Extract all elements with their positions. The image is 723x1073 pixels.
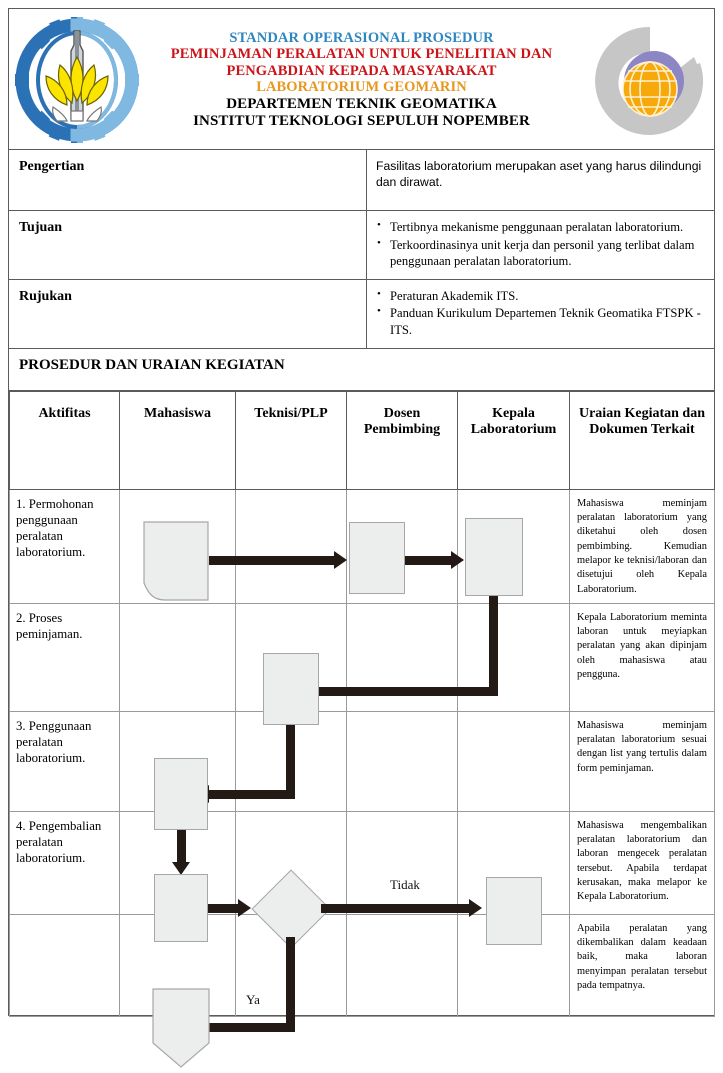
flow-row-2: 2. Proses peminjaman. Kepala Laboratoriu… (9, 602, 715, 712)
title-line-4: LABORATORIUM GEOMARIN (256, 79, 467, 96)
title-line-5: DEPARTEMEN TEKNIK GEOMATIKA (226, 95, 497, 112)
info-row-tujuan: Tujuan Tertibnya mekanisme penggunaan pe… (9, 211, 714, 280)
lane-kepala-2 (457, 602, 570, 712)
flow-header-row: Aktifitas Mahasiswa Teknisi/PLP Dosen Pe… (9, 390, 715, 490)
flow-table: Aktifitas Mahasiswa Teknisi/PLP Dosen Pe… (9, 390, 715, 1017)
lane-kepala-3 (457, 710, 570, 812)
document-header: STANDAR OPERASIONAL PROSEDUR PEMINJAMAN … (9, 9, 714, 150)
lane-kepala-5 (457, 913, 570, 1017)
lane-teknisi-2 (235, 602, 347, 712)
activity-label-1: 1. Permohonan penggunaan peralatan labor… (9, 488, 120, 604)
title-line-3: PENGABDIAN KEPADA MASYARAKAT (226, 62, 497, 79)
column-header-uraian: Uraian Kegiatan dan Dokumen Terkait (569, 390, 715, 490)
connector-6-horizontal (209, 1022, 295, 1032)
info-row-pengertian: Pengertian Fasilitas laboratorium merupa… (9, 150, 714, 211)
title-line-1: STANDAR OPERASIONAL PROSEDUR (229, 29, 494, 46)
flow-row-1: 1. Permohonan penggunaan peralatan labor… (9, 488, 715, 604)
title-line-2: PEMINJAMAN PERALATAN UNTUK PENELITIAN DA… (170, 46, 553, 63)
flow-row-3: 3. Penggunaan peralatan laboratorium. Ma… (9, 710, 715, 812)
lane-dosen-3 (346, 710, 458, 812)
lane-mahasiswa-1 (119, 488, 236, 604)
lane-dosen-1 (346, 488, 458, 604)
column-header-aktifitas: Aktifitas (9, 390, 120, 490)
lane-teknisi-1 (235, 488, 347, 604)
description-1: Mahasiswa meminjam peralatan laboratoriu… (569, 488, 715, 604)
column-header-dosen: Dosen Pembimbing (346, 390, 458, 490)
description-3: Mahasiswa meminjam peralatan laboratoriu… (569, 710, 715, 812)
lane-mahasiswa-4 (119, 810, 236, 915)
flow-chart-table: Aktifitas Mahasiswa Teknisi/PLP Dosen Pe… (9, 390, 715, 1068)
geomatika-logo (592, 23, 708, 139)
flow-row-5: Apabila peralatan yang dikembalikan dala… (9, 913, 715, 1017)
description-4: Mahasiswa mengembalikan peralatan labora… (569, 810, 715, 915)
description-5: Apabila peralatan yang dikembalikan dala… (569, 913, 715, 1017)
document-page: STANDAR OPERASIONAL PROSEDUR PEMINJAMAN … (0, 0, 723, 1024)
lane-teknisi-3 (235, 710, 347, 812)
lane-dosen-4 (346, 810, 458, 915)
info-list-rujukan: Peraturan Akademik ITS. Panduan Kurikulu… (367, 280, 714, 348)
flow-row-4: 4. Pengembalian peralatan laboratorium. … (9, 810, 715, 915)
its-logo (13, 15, 141, 145)
list-item: Peraturan Akademik ITS. (376, 287, 704, 305)
info-label-rujukan: Rujukan (9, 279, 367, 348)
activity-label-5 (9, 913, 120, 1017)
list-item: Terkoordinasinya unit kerja dan personil… (376, 236, 704, 270)
info-label-pengertian: Pengertian (9, 150, 367, 210)
activity-label-4: 4. Pengembalian peralatan laboratorium. (9, 810, 120, 915)
header-titles: STANDAR OPERASIONAL PROSEDUR PEMINJAMAN … (147, 28, 577, 130)
lane-dosen-5 (346, 913, 458, 1017)
info-row-rujukan: Rujukan Peraturan Akademik ITS. Panduan … (9, 279, 714, 349)
column-header-mahasiswa: Mahasiswa (119, 390, 236, 490)
column-header-teknisi: Teknisi/PLP (235, 390, 347, 490)
lane-mahasiswa-5 (119, 913, 236, 1017)
title-line-6: INSTITUT TEKNOLOGI SEPULUH NOPEMBER (193, 113, 530, 130)
lane-mahasiswa-3 (119, 710, 236, 812)
lane-mahasiswa-2 (119, 602, 236, 712)
lane-dosen-2 (346, 602, 458, 712)
lane-kepala-1 (457, 488, 570, 604)
info-list-tujuan: Tertibnya mekanisme penggunaan peralatan… (367, 211, 714, 279)
info-text-pengertian: Fasilitas laboratorium merupakan aset ya… (376, 159, 702, 190)
column-header-kepala-lab: Kepala Laboratorium (457, 390, 570, 490)
arrowhead-6 (196, 1017, 209, 1036)
lane-teknisi-4 (235, 810, 347, 915)
lane-kepala-4 (457, 810, 570, 915)
info-label-tujuan: Tujuan (9, 211, 367, 279)
activity-label-3: 3. Penggunaan peralatan laboratorium. (9, 710, 120, 812)
document-frame: STANDAR OPERASIONAL PROSEDUR PEMINJAMAN … (8, 8, 715, 1068)
description-2: Kepala Laboratorium meminta laboran untu… (569, 602, 715, 712)
lane-teknisi-5 (235, 913, 347, 1017)
section-title-prosedur: PROSEDUR DAN URAIAN KEGIATAN (9, 349, 714, 391)
activity-label-2: 2. Proses peminjaman. (9, 602, 120, 712)
list-item: Panduan Kurikulum Departemen Teknik Geom… (376, 304, 704, 338)
list-item: Tertibnya mekanisme penggunaan peralatan… (376, 218, 704, 236)
